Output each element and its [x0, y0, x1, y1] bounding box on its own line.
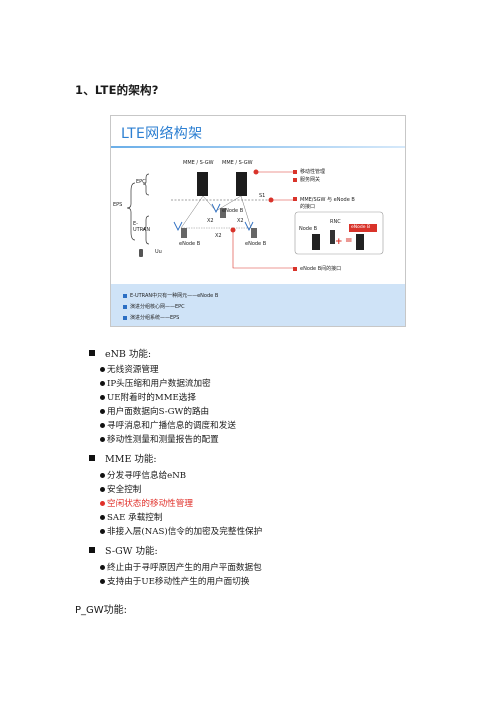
- list-item: 安全控制: [100, 483, 141, 495]
- x2-callout-line: [232, 230, 293, 269]
- bullet-icon: [100, 578, 105, 584]
- section-mme-title: MME 功能:: [89, 451, 157, 465]
- list-item: 支持由于UE移动性产生的用户面切换: [100, 575, 249, 587]
- eutran-brace: [142, 215, 150, 245]
- uu-label: Uu: [155, 249, 162, 255]
- section-enb-title: eNB 功能:: [89, 346, 151, 360]
- e-utran-label: E- UTRAN: [133, 221, 151, 233]
- list-item: 寻呼消息和广播信息的调度和发送: [100, 419, 236, 431]
- legend-band: [111, 284, 405, 326]
- legend-marker-icon: [123, 315, 127, 320]
- ue-phone-icon: [139, 249, 143, 257]
- callout-marker-icon: [293, 177, 297, 182]
- plus-icon: +: [335, 237, 343, 247]
- list-item: IP头压缩和用户数据流加密: [100, 377, 211, 389]
- bullet-icon: [100, 500, 105, 506]
- mme-sgw-label-2: MME / S-GW: [222, 160, 253, 166]
- legend-item-epc: 演进分组核心网——EPC: [123, 303, 185, 310]
- x2-label-b: X2: [237, 218, 244, 224]
- enodeb-box-icon: [356, 234, 364, 250]
- pgw-heading: P_GW功能:: [75, 605, 128, 616]
- bullet-icon: [100, 472, 105, 478]
- legend-marker-icon: [123, 304, 127, 309]
- bullet-icon: [100, 436, 105, 442]
- architecture-diagram: + =: [126, 169, 384, 269]
- bullet-icon: [100, 366, 105, 372]
- bullet-icon: [100, 486, 105, 492]
- bullet-icon: [100, 564, 105, 570]
- legend-marker-icon: [123, 293, 127, 298]
- enodeb-right-label: eNode B: [245, 241, 267, 247]
- bullet-icon: [100, 528, 105, 534]
- list-item-highlighted: 空闲状态的移动性管理: [100, 497, 193, 509]
- square-bullet-icon: [89, 455, 95, 461]
- list-item: 无线资源管理: [100, 363, 159, 375]
- list-item: 分发寻呼信息给eNB: [100, 469, 186, 481]
- callout-marker-icon: [293, 169, 297, 174]
- figure-title: LTE网络构架: [121, 126, 203, 142]
- legend-item-eps: 演进分组系统——EPS: [123, 314, 179, 321]
- eps-label: EPS: [113, 202, 123, 208]
- callout-s1-interface: MME/SGW 与 eNode B 的接口: [293, 196, 355, 210]
- list-item: 用户面数据向S-GW的路由: [100, 405, 209, 417]
- enodeb-left-icon: [173, 221, 187, 238]
- bullet-icon: [100, 422, 105, 428]
- mme-server-2-icon: [236, 172, 247, 196]
- epc-label: EPC: [136, 179, 146, 185]
- square-bullet-icon: [89, 350, 95, 356]
- callout-marker-icon: [293, 266, 297, 271]
- bullet-icon: [100, 514, 105, 520]
- list-item: 终止由于寻呼原因产生的用户平面数据包: [100, 561, 262, 573]
- rnc-icon: [330, 230, 335, 244]
- title-underline: [111, 146, 405, 148]
- lte-architecture-figure: LTE网络构架: [110, 115, 406, 327]
- callout-serving-gateway: 服务网关: [293, 176, 320, 183]
- section-heading: 1、LTE的架构?: [75, 83, 159, 97]
- list-item: SAE 承载控制: [100, 511, 162, 523]
- enodeb-left-label: eNode B: [179, 241, 201, 247]
- s1-label: S1: [259, 193, 266, 199]
- section-sgw-title: S-GW 功能:: [89, 543, 158, 557]
- enodeb-top-label: eNode B: [222, 208, 244, 214]
- enodeb-right-icon: [244, 221, 257, 238]
- enodeb-box-label: eNode B: [351, 225, 371, 230]
- bullet-icon: [100, 380, 105, 386]
- list-item: 非接入层(NAS)信令的加密及完整性保护: [100, 525, 262, 537]
- epc-brace: [142, 173, 150, 196]
- equals-icon: =: [345, 236, 353, 246]
- eps-brace: [126, 182, 136, 241]
- mme-sgw-label-1: MME / S-GW: [183, 160, 214, 166]
- list-item: 移动性测量和测量报告的配置: [100, 433, 219, 445]
- node-b-label: Node B: [299, 226, 318, 232]
- x2-label-c: X2: [215, 233, 222, 239]
- list-item: UE附着时的MME选择: [100, 391, 196, 403]
- enodeb-box-header: [349, 224, 377, 232]
- mme-server-1-icon: [197, 172, 208, 196]
- node-b-icon: [312, 234, 320, 250]
- square-bullet-icon: [89, 547, 95, 553]
- bullet-icon: [100, 408, 105, 414]
- callout-mobility: 移动性管理: [293, 168, 325, 175]
- bullet-icon: [100, 394, 105, 400]
- rnc-label: RNC: [330, 219, 341, 225]
- callout-x2-interface: eNode B间的接口: [293, 265, 341, 272]
- legend-item-eutran: E-UTRAN中只有一种网元——eNode B: [123, 292, 218, 299]
- x2-label-a: X2: [207, 218, 214, 224]
- callout-marker-icon: [293, 197, 297, 201]
- enodeb-top-icon: [211, 203, 226, 218]
